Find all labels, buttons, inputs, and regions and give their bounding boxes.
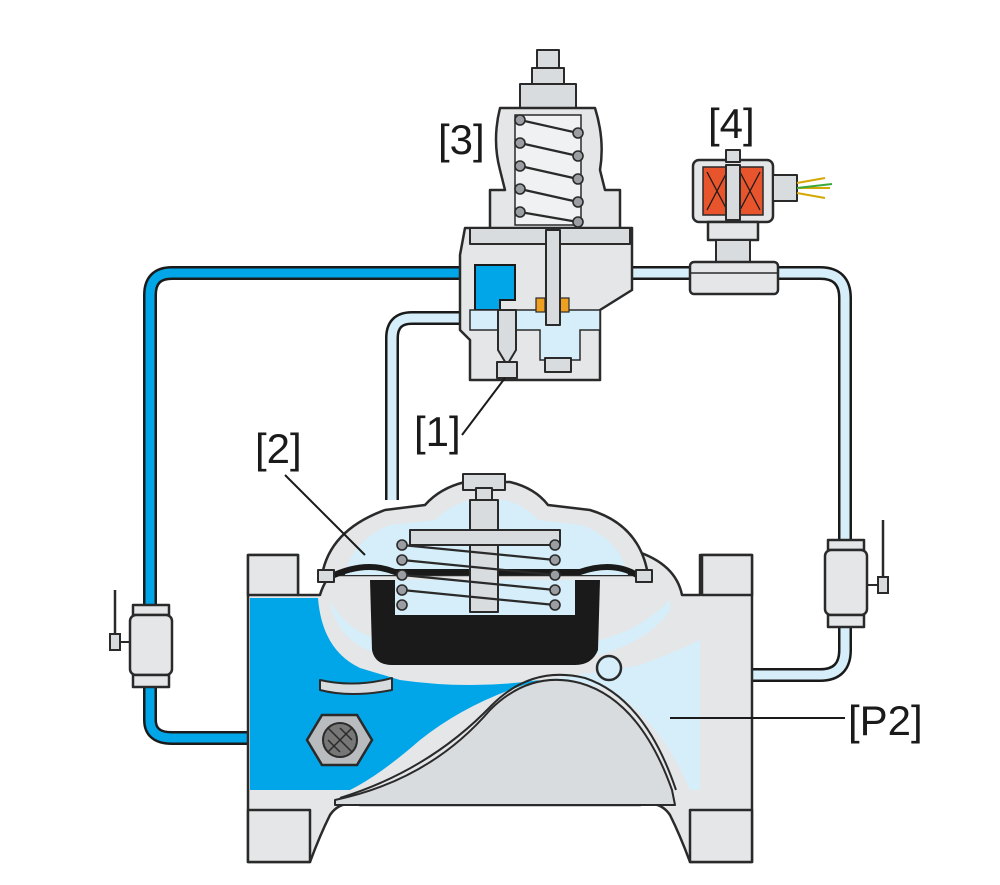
downstream-tube — [615, 266, 852, 682]
pilot-to-bonnet-tube — [385, 311, 470, 500]
label-downstream: [P2] — [848, 697, 923, 744]
main-valve-spring — [396, 539, 561, 611]
label-pilot: [3] — [438, 116, 485, 163]
label-solenoid: [4] — [708, 100, 755, 147]
upstream-isolation-valve — [109, 590, 174, 689]
pilot-valve — [458, 49, 634, 382]
downstream-isolation-valve — [823, 520, 889, 629]
main-valve-bonnet — [317, 473, 653, 665]
leader-lines — [284, 377, 845, 719]
label-ejector: [1] — [414, 408, 461, 455]
pilot-spring — [514, 114, 584, 228]
upstream-tube — [143, 266, 460, 745]
inlet-strainer-fitting — [305, 713, 374, 767]
label-main-chamber: [2] — [255, 425, 302, 472]
solenoid-valve — [688, 149, 833, 296]
